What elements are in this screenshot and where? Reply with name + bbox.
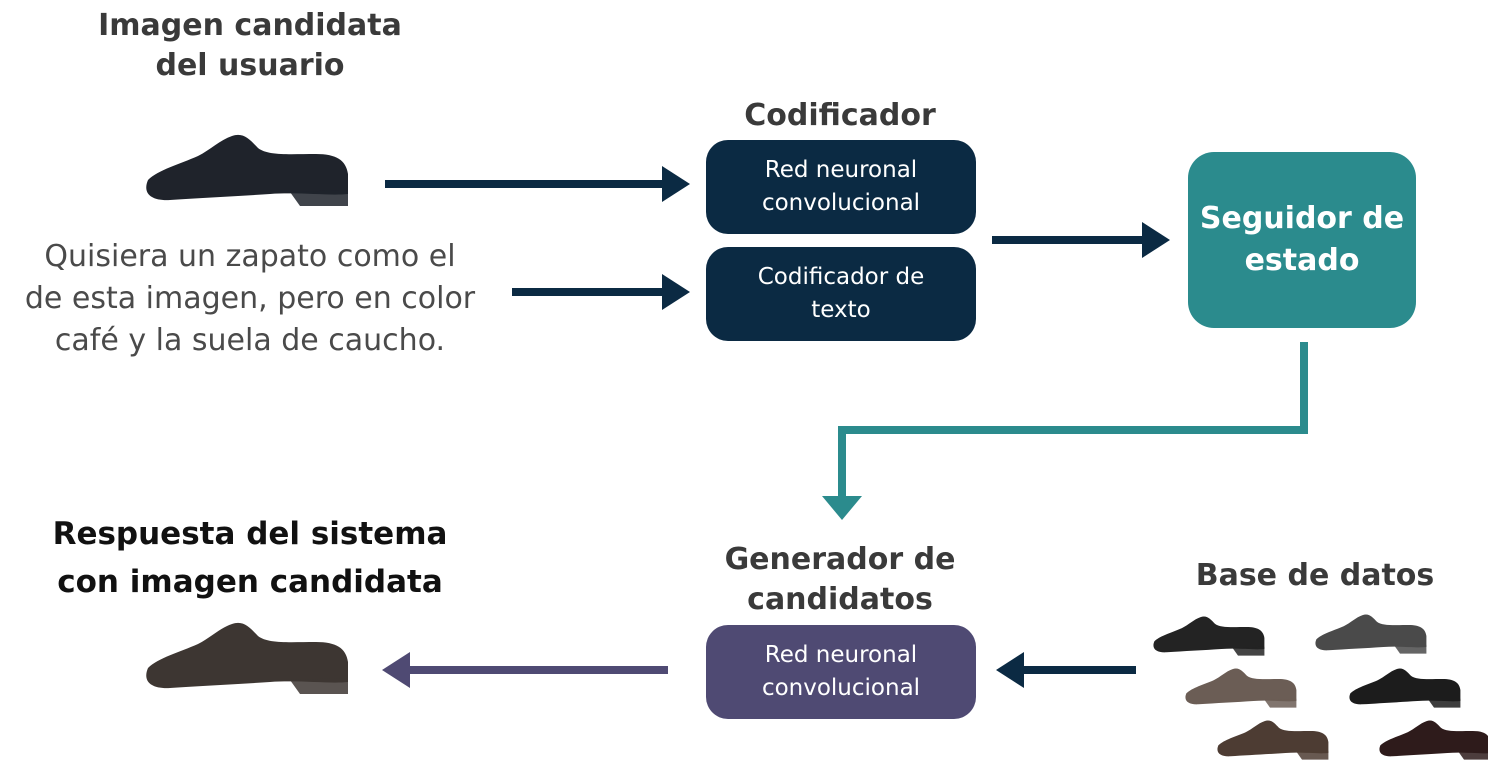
text-encoder-box: Codificador de texto [706, 247, 976, 341]
arrow-image-to-encoder [385, 166, 690, 202]
response-heading: Respuesta del sistema con imagen candida… [52, 516, 448, 600]
arrow-tracker-to-generator [822, 342, 1308, 520]
arrow-database-to-generator [996, 652, 1136, 688]
user-image-heading: Imagen candidata del usuario [98, 8, 402, 83]
shoe-icon [1153, 616, 1265, 656]
generator-cnn-box: Red neuronal convolucional [706, 625, 976, 719]
shoe-icon [146, 134, 348, 206]
shoe-icon [1217, 720, 1329, 760]
arrow-encoder-to-tracker [992, 222, 1170, 258]
encoder-heading: Codificador [744, 98, 936, 133]
shoe-icon [146, 622, 348, 694]
arrow-generator-to-response [382, 652, 668, 688]
shoe-icon [1185, 668, 1297, 708]
generator-cnn-label: Red neuronal convolucional [761, 642, 921, 701]
encoder-cnn-label: Red neuronal convolucional [761, 157, 921, 216]
encoder-cnn-box: Red neuronal convolucional [706, 140, 976, 234]
state-tracker-label: Seguidor de estado [1199, 201, 1405, 278]
state-tracker-box: Seguidor de estado [1188, 152, 1416, 328]
database-heading: Base de datos [1195, 558, 1435, 593]
text-encoder-label: Codificador de texto [757, 264, 925, 323]
arrow-text-to-encoder [512, 274, 690, 310]
shoe-icon [1315, 614, 1427, 654]
shoe-icon [1349, 668, 1461, 708]
user-query-text: Quisiera un zapato como el de esta image… [24, 239, 476, 358]
shoe-icon [1379, 720, 1488, 760]
generator-heading: Generador de candidatos [724, 542, 956, 617]
